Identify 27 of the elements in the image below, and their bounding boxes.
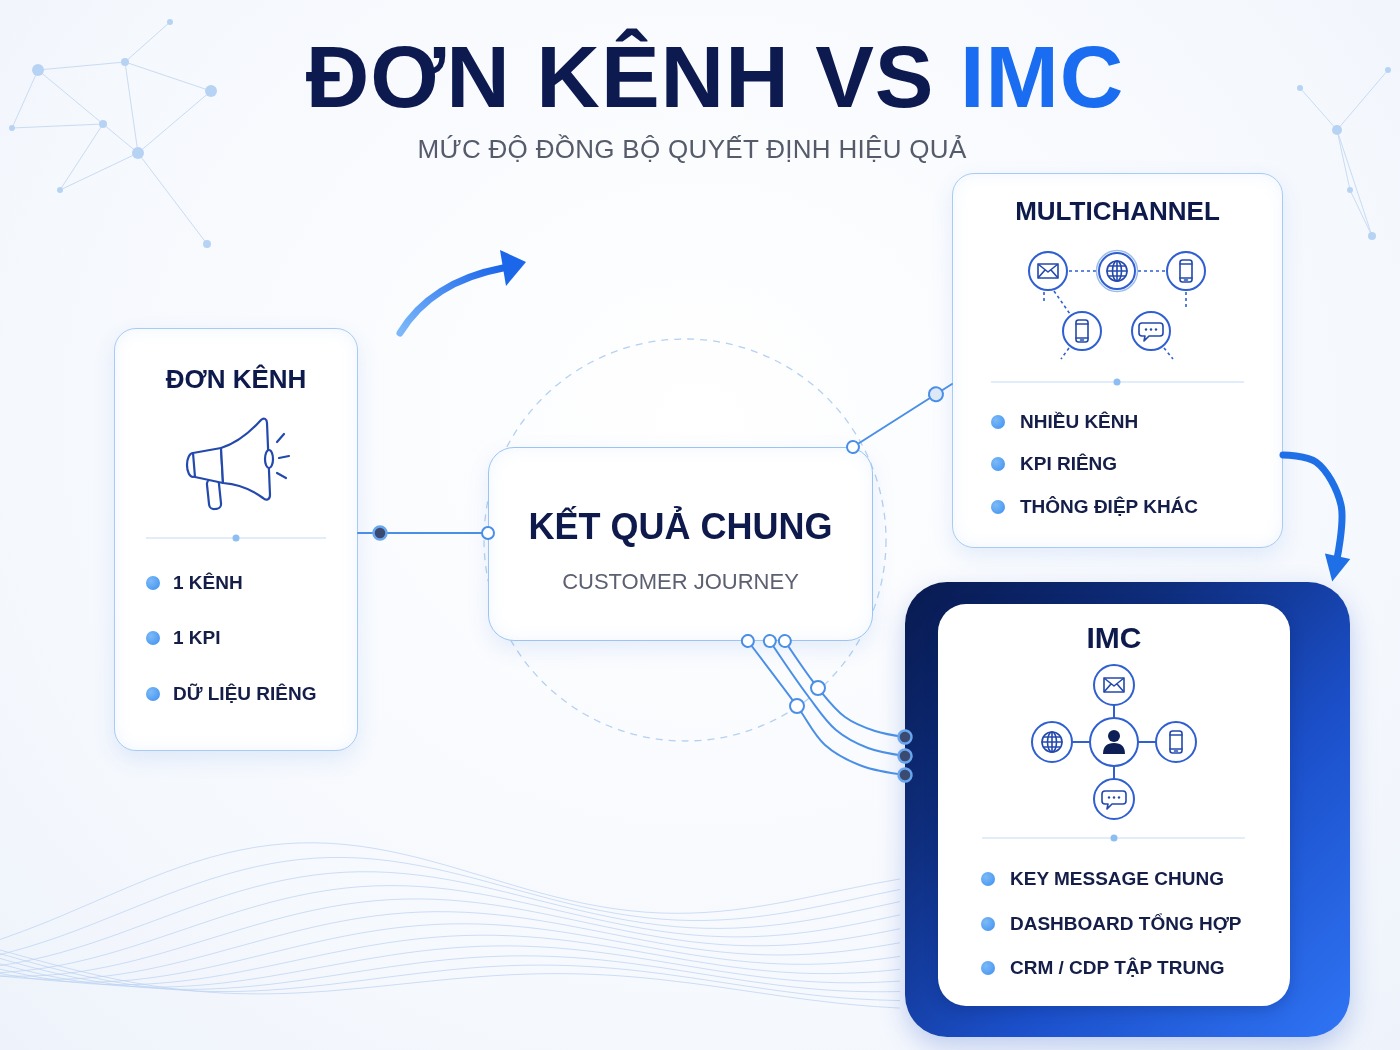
list-item-text: 1 KÊNH (173, 571, 243, 595)
list-item-text: DỮ LIỆU RIÊNG (173, 682, 317, 706)
connector-line (762, 634, 913, 764)
card-heading: MULTICHANNEL (1015, 195, 1220, 227)
card-heading: ĐƠN KÊNH (165, 363, 307, 395)
page-title: ĐƠN KÊNH VS IMC (305, 26, 1125, 128)
list-item-text: KEY MESSAGE CHUNG (1010, 867, 1224, 891)
highlight-frame (905, 582, 1350, 1037)
list-item-text: CRM / CDP TẬP TRUNG (1010, 956, 1225, 980)
connector-line (846, 383, 953, 454)
connector-line (357, 525, 495, 541)
result-card (488, 447, 873, 641)
list-item-text: THÔNG ĐIỆP KHÁC (1020, 495, 1199, 519)
list-item-text: KPI RIÊNG (1020, 452, 1118, 476)
curved-arrow (1279, 451, 1351, 582)
card-heading: KẾT QUẢ CHUNG (528, 504, 833, 549)
list-item-text: DASHBOARD TỔNG HỢP (1010, 912, 1242, 936)
card-subheading: CUSTOMER JOURNEY (562, 569, 799, 596)
comparison-card (938, 604, 1290, 1006)
list-item-text: 1 KPI (173, 626, 221, 650)
connector-line (740, 634, 913, 783)
comparison-card (114, 328, 358, 751)
comparison-card (952, 173, 1283, 548)
card-heading: IMC (1086, 620, 1142, 657)
connector-line (777, 634, 913, 745)
list-item-text: NHIỀU KÊNH (1020, 410, 1139, 434)
subtitle: MỨC ĐỘ ĐỒNG BỘ QUYẾT ĐỊNH HIỆU QUẢ (417, 134, 967, 166)
